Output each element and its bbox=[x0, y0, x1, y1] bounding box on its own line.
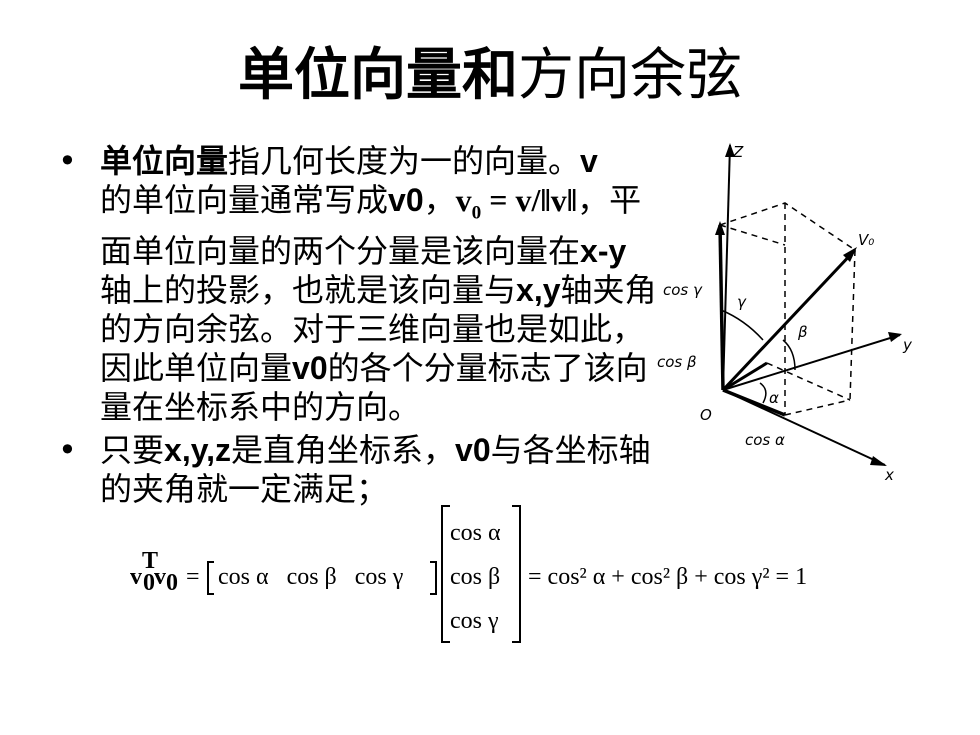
gamma-label: γ bbox=[737, 293, 747, 311]
y-label: y bbox=[902, 336, 913, 354]
direction-cosine-equation: v T 0 v 0 = cos α cos β cos γ cos α cos … bbox=[130, 505, 807, 643]
box-bottom bbox=[784, 399, 851, 416]
formula-v: v bbox=[455, 182, 472, 218]
cos-beta-label: cos β bbox=[657, 353, 697, 371]
lhs-v: v bbox=[130, 564, 142, 590]
text: ，平面单位向量的两个分量是该向量在 bbox=[100, 181, 642, 271]
cos-gamma-arrowhead bbox=[715, 221, 725, 235]
bullet-2: • 只要x,y,z是直角坐标系，v0与各坐标轴的夹角就一定满足； bbox=[58, 431, 658, 509]
alpha-arc bbox=[759, 382, 767, 404]
text: 的各个分量标志了该向量在坐标系中的方向。 bbox=[100, 349, 648, 427]
box-top-front bbox=[719, 202, 856, 251]
text: 是直角坐标系， bbox=[231, 431, 456, 470]
y-arrowhead bbox=[888, 332, 902, 342]
symbol-v0: v0 bbox=[388, 182, 424, 218]
symbol-v: v bbox=[580, 143, 598, 179]
formula-v0: v0 = v/‖v‖ bbox=[455, 182, 578, 223]
box-right-vertical bbox=[849, 249, 856, 401]
cos-beta-segment bbox=[722, 361, 768, 392]
lhs-v2: v bbox=[154, 564, 166, 590]
bullet-1: • 单位向量指几何长度为一的向量。v 的单位向量通常写成v0，v0 = v/‖v… bbox=[58, 142, 658, 427]
v0-arrowhead bbox=[843, 247, 857, 262]
v0-vector bbox=[721, 248, 857, 392]
gamma-arc bbox=[720, 309, 764, 341]
text: ， bbox=[423, 181, 456, 219]
formula-sub: 0 bbox=[471, 202, 482, 224]
alpha-label: α bbox=[769, 389, 779, 407]
z-axis bbox=[722, 144, 731, 391]
rhs: = cos² α + cos² β + cos γ² = 1 bbox=[528, 564, 807, 590]
formula-rest: = v/‖v‖ bbox=[481, 182, 578, 218]
slide-title: 单位向量和方向余弦 bbox=[0, 40, 980, 112]
beta-label: β bbox=[797, 323, 808, 341]
col-bracket-right bbox=[512, 505, 521, 643]
x-arrowhead bbox=[870, 456, 887, 466]
direction-cosine-diagram: Z y x O V₀ γ β α cos γ cos β cos α bbox=[657, 143, 913, 484]
col-cos-gamma: cos γ bbox=[450, 608, 499, 634]
cos-gamma-label: cos γ bbox=[663, 281, 703, 299]
lhs-sub: 0 bbox=[143, 570, 155, 596]
z-arrowhead bbox=[725, 143, 735, 157]
lhs-sub2: 0 bbox=[166, 570, 178, 596]
row-bracket-left bbox=[207, 561, 214, 595]
v0-label: V₀ bbox=[858, 231, 874, 249]
row-bracket-right bbox=[430, 561, 437, 595]
x-label: x bbox=[884, 466, 894, 484]
bullet-dot-icon: • bbox=[58, 431, 77, 470]
row-vector: cos α cos β cos γ bbox=[218, 564, 404, 590]
y-axis bbox=[722, 334, 901, 391]
text: 指几何长度为一的向量。 bbox=[228, 142, 581, 180]
col-cos-beta: cos β bbox=[450, 564, 500, 590]
symbol-xyz: x,y,z bbox=[164, 432, 232, 469]
bullet-dot-icon: • bbox=[58, 142, 77, 180]
cos-alpha-segment bbox=[722, 388, 786, 417]
text: 轴上的投影，也就是该向量与 bbox=[100, 271, 517, 310]
symbol-v0b: v0 bbox=[292, 350, 328, 387]
box-mid bbox=[766, 362, 851, 401]
text: 与各坐标轴的夹角就一定满足； bbox=[100, 431, 651, 509]
col-cos-alpha: cos α bbox=[450, 520, 501, 546]
lhs-sup: T bbox=[142, 548, 158, 574]
bullet-list: • 单位向量指几何长度为一的向量。v 的单位向量通常写成v0，v0 = v/‖v… bbox=[58, 142, 658, 513]
box-back-left bbox=[719, 224, 786, 246]
text: 的单位向量通常写成 bbox=[100, 181, 389, 219]
col-bracket-left bbox=[441, 505, 450, 643]
equals: = bbox=[186, 564, 200, 590]
cos-gamma-axis bbox=[718, 224, 725, 391]
text: 轴夹角的方向余弦。对于三维向量也是如此，因此单位向量 bbox=[100, 271, 657, 388]
term-unit-vector: 单位向量 bbox=[100, 143, 229, 179]
symbol-v0: v0 bbox=[455, 432, 491, 469]
symbol-xy2: x,y bbox=[516, 272, 561, 309]
symbol-xy: x-y bbox=[580, 233, 627, 270]
text: 只要 bbox=[100, 431, 165, 470]
title-normal: 方向余弦 bbox=[518, 43, 742, 108]
beta-arc bbox=[782, 339, 796, 371]
cos-alpha-label: cos α bbox=[745, 431, 785, 449]
origin-label: O bbox=[700, 406, 712, 424]
title-bold: 单位向量和 bbox=[238, 43, 518, 108]
z-label: Z bbox=[732, 143, 744, 161]
